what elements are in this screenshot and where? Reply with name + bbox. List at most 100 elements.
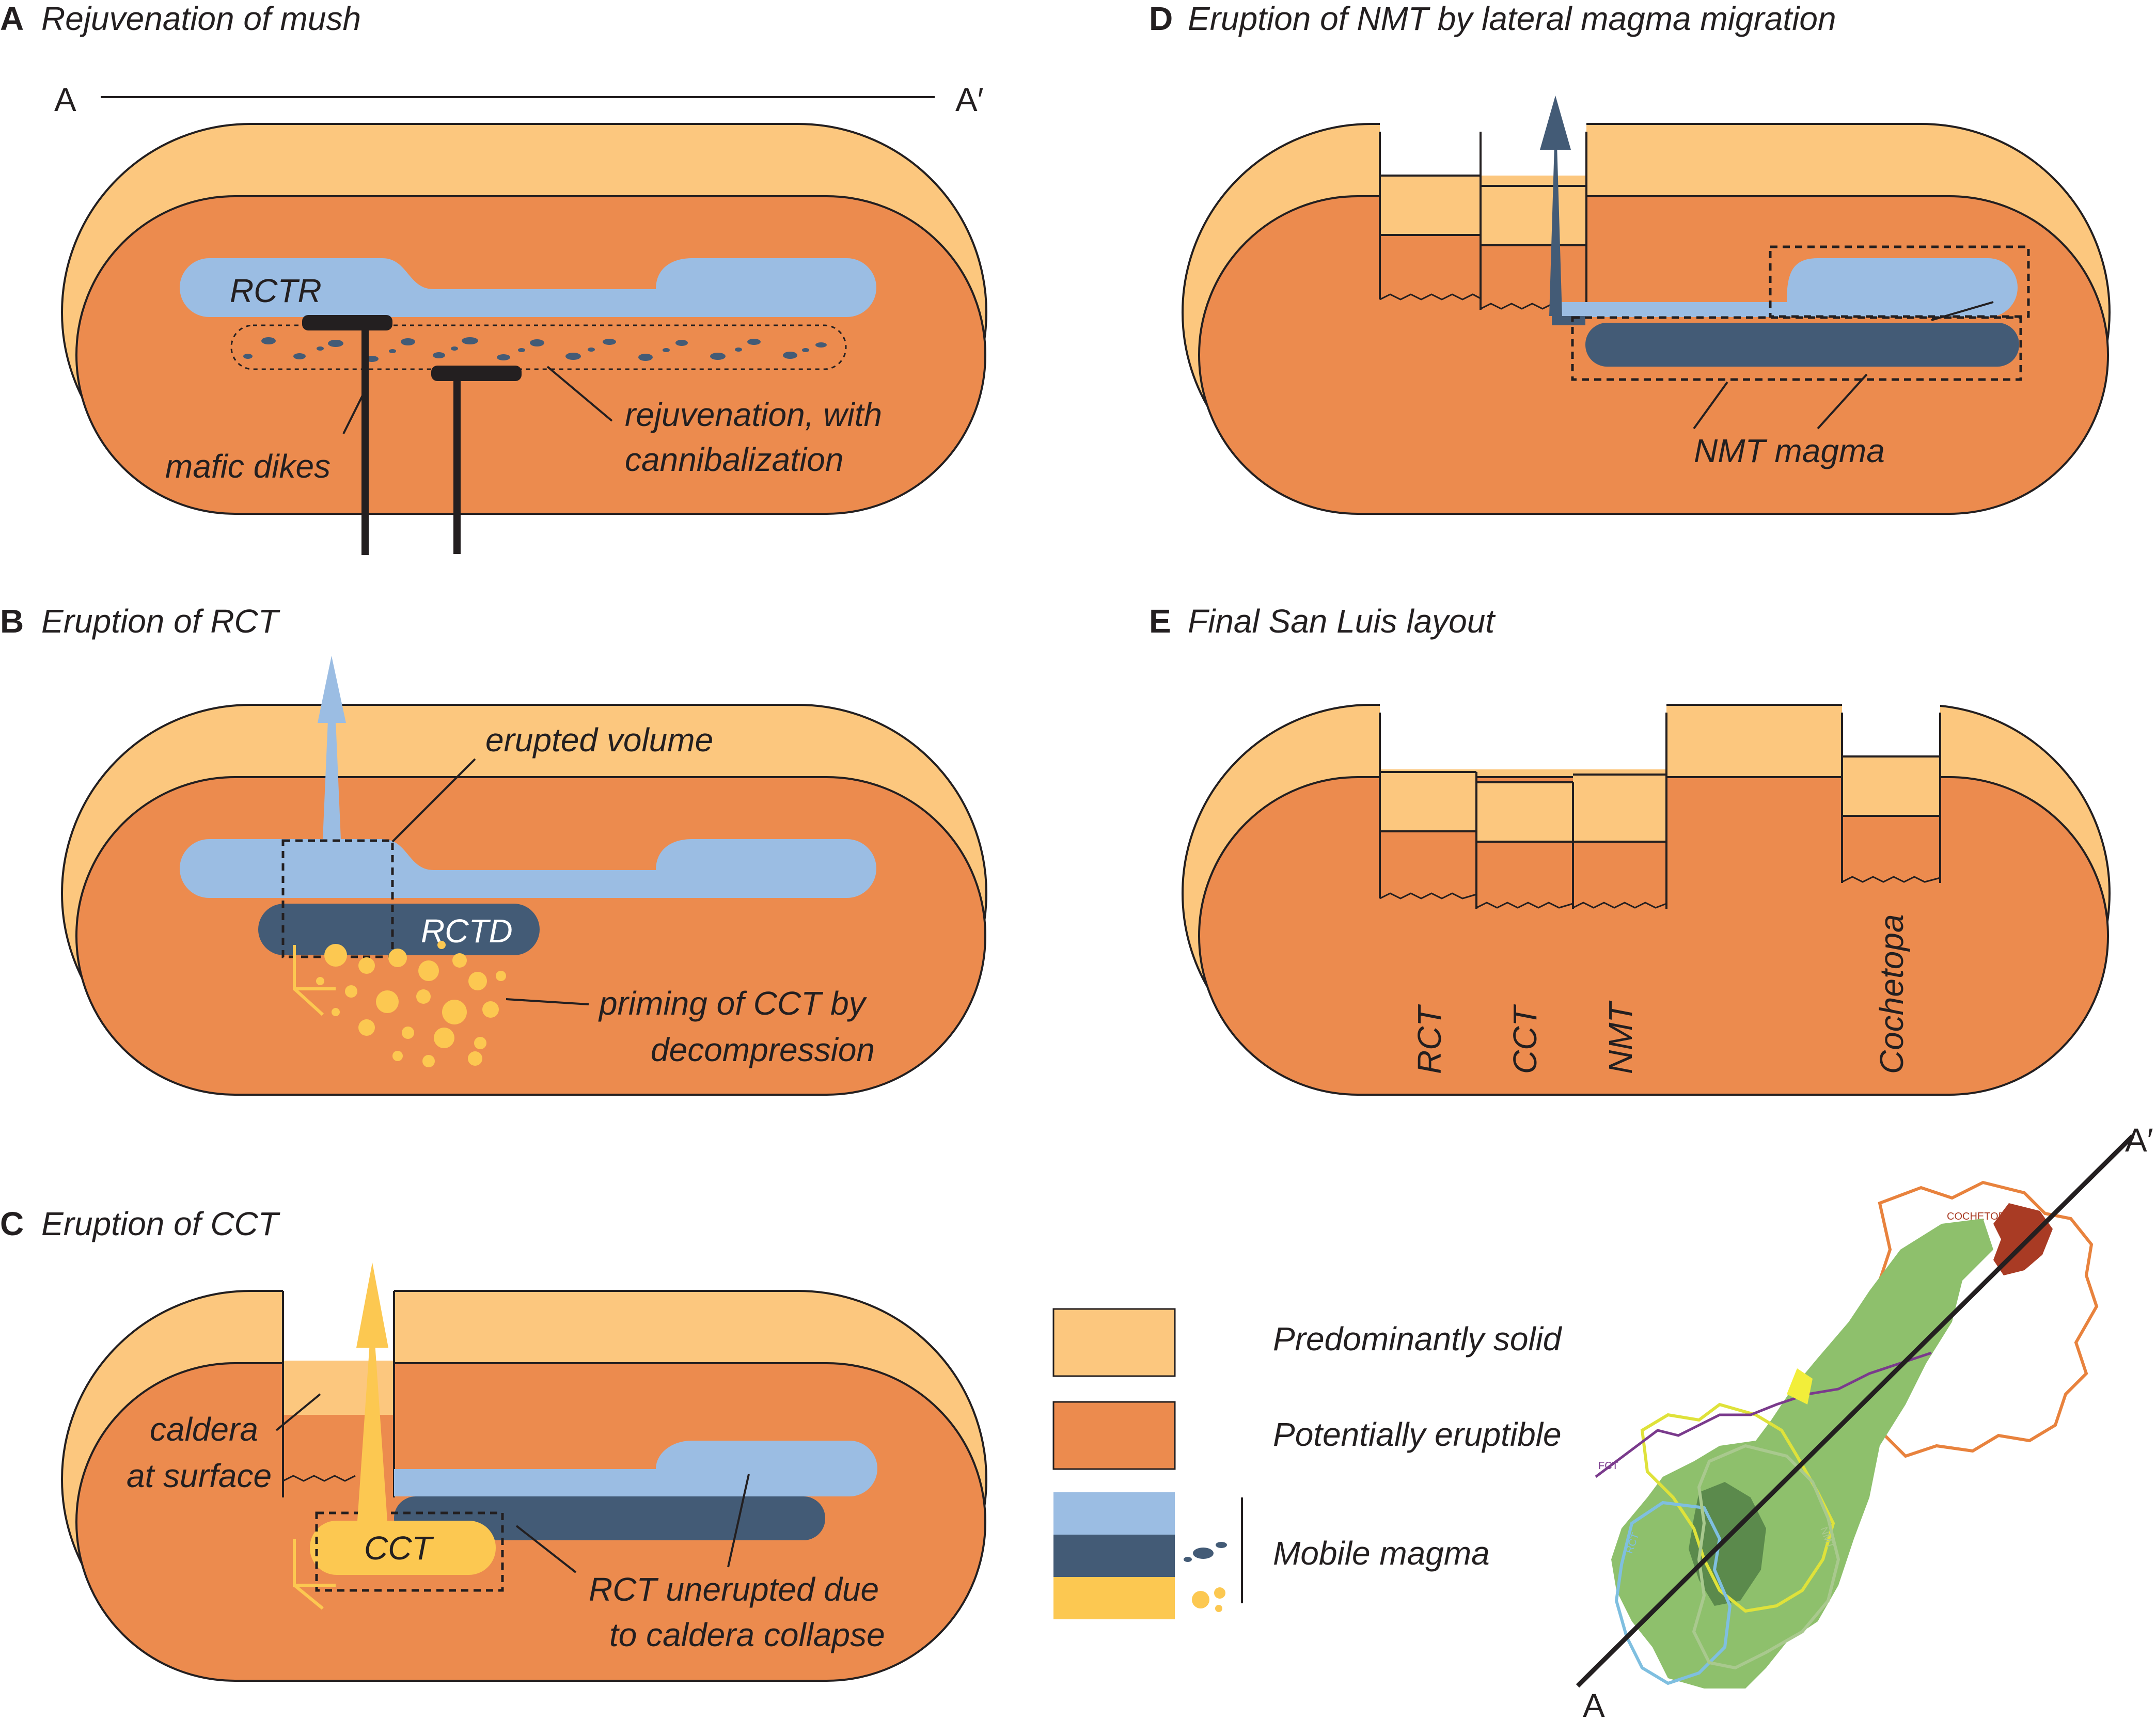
eruption-arrow-head	[318, 656, 346, 723]
e-caldera-label-nmt: NMT	[1602, 1000, 1639, 1074]
panel-d: D Eruption of NMT by lateral magma migra…	[1149, 0, 2111, 515]
nmt-magma-label: NMT magma	[1694, 432, 1885, 469]
fct-boundary	[1595, 1351, 1932, 1478]
d-caldera-2-fill	[1481, 186, 1586, 245]
legend-label-mobile: Mobile magma	[1273, 1535, 1490, 1572]
priming-axis-diagonal	[293, 987, 324, 1016]
cct-label: CCT	[364, 1529, 434, 1567]
nmt-caldera-outline	[1692, 1444, 1840, 1670]
rct-unerupted-light	[394, 1441, 877, 1496]
d-caldera-walls	[1379, 132, 1587, 310]
d-caldera-1-fill	[1380, 176, 1481, 235]
dikes-leader-line	[342, 392, 365, 434]
d-nmt-box	[1571, 316, 2022, 381]
section-label-a-start: A	[54, 81, 76, 118]
legend-label-solid: Predominantly solid	[1273, 1320, 1563, 1358]
rctr-magma-body	[180, 258, 876, 317]
geologic-map: COCHETOPA FCT RCT NMT A A′	[1576, 1122, 2153, 1720]
panel-b-title: Eruption of RCT	[41, 603, 280, 640]
erupted-volume-label: erupted volume	[485, 721, 713, 759]
cct-eruption-column	[357, 1343, 387, 1521]
panel-a-letter: A	[0, 0, 24, 37]
e-cochetopa-fill	[1842, 756, 1940, 816]
priming-leader	[506, 998, 589, 1005]
mafic-dike-sill-1	[302, 315, 392, 330]
rejuvenation-label-line1: rejuvenation, with	[625, 396, 882, 433]
e-caldera-label-rct: RCT	[1411, 1004, 1448, 1074]
rct-caldera-outline	[1614, 1501, 1732, 1685]
panel-c-title: Eruption of CCT	[41, 1205, 280, 1242]
d-eruption-column	[1549, 145, 1562, 316]
panel-d-title: Eruption of NMT by lateral magma migrati…	[1188, 0, 1836, 37]
d-caldera-2-eruptible	[1481, 245, 1586, 310]
legend-label-eruptible: Potentially eruptible	[1273, 1416, 1562, 1453]
legend-swatch-solid	[1052, 1308, 1176, 1377]
legend-bubble-symbols	[1192, 1587, 1225, 1612]
cct-axis-diagonal	[293, 1584, 324, 1610]
legend-swatch-magma-yellow	[1053, 1577, 1175, 1619]
erupted-volume-leader	[391, 758, 476, 843]
panel-e-title: Final San Luis layout	[1188, 603, 1496, 640]
rejuvenation-leader-line	[546, 366, 613, 422]
nmt-leader-2	[1817, 373, 1868, 430]
legend: Predominantly solid Potentially eruptibl…	[1052, 1308, 1563, 1619]
priming-label-line2: decompression	[651, 1031, 875, 1068]
caldera-label-line1: caldera	[150, 1411, 258, 1448]
legend-enclave-symbols	[1184, 1542, 1227, 1562]
d-eruption-arrow-head	[1540, 96, 1571, 150]
caldera-floor	[282, 1475, 356, 1482]
panel-b-letter: B	[0, 603, 24, 640]
cct-caldera-outline	[1640, 1402, 1835, 1613]
legend-swatch-magma-light	[1053, 1492, 1175, 1535]
e-rct-fill	[1380, 772, 1476, 831]
d-caldera-1-floor	[1379, 293, 1481, 301]
rct-unerupted-label-line1: RCT unerupted due	[589, 1571, 879, 1608]
panel-c: C Eruption of CCT CCT caldera at surface…	[0, 1205, 987, 1682]
mafic-dikes-label: mafic dikes	[165, 448, 331, 485]
erupted-volume-box	[281, 839, 394, 958]
caldera-walls	[282, 1291, 395, 1497]
d-light-magma	[1554, 258, 2018, 317]
map-yellow-unit	[1787, 1368, 1813, 1405]
d-nmt-magma-body	[1585, 323, 2019, 367]
nmt-leader-3	[1931, 301, 1994, 321]
map-section-line	[1576, 1134, 2135, 1688]
rctd-label: RCTD	[421, 912, 513, 950]
panel-d-letter: D	[1149, 0, 1173, 37]
e-cct-floor	[1476, 902, 1573, 909]
panel-e: E Final San Luis layout RCT CCT NMT Coch…	[1149, 603, 2111, 1096]
e-caldera-walls	[1379, 713, 1941, 909]
panel-b: B Eruption of RCT RCTD erupted volume pr…	[0, 603, 987, 1096]
e-rct-eruptible	[1380, 831, 1476, 898]
e-cct-eruptible	[1476, 842, 1573, 909]
map-label-fct: FCT	[1598, 1460, 1618, 1472]
cct-eruption-arrow-head	[356, 1263, 388, 1348]
nmt-leader-1	[1693, 381, 1728, 430]
e-nmt-eruptible	[1573, 842, 1666, 909]
d-caldera-1-eruptible	[1380, 235, 1481, 299]
rct-unerupted-leader-1	[515, 1525, 577, 1573]
rejuvenation-label-line2: cannibalization	[625, 441, 843, 478]
panel-a: A Rejuvenation of mush A A′ RCTR mafic d…	[0, 0, 987, 555]
rct-unerupted-label-line2: to caldera collapse	[609, 1616, 885, 1653]
map-label-cochetopa: COCHETOPA	[1947, 1211, 2011, 1222]
e-caldera-label-cct: CCT	[1506, 1004, 1544, 1074]
mafic-dike-2	[453, 381, 461, 554]
eruption-column	[323, 720, 341, 839]
e-rct-floor	[1379, 892, 1477, 900]
priming-label-line1: priming of CCT by	[598, 985, 868, 1022]
section-label-a-end: A′	[955, 81, 984, 118]
cct-magma-body	[310, 1521, 496, 1575]
map-label-a-start: A	[1583, 1687, 1605, 1720]
rctr-label: RCTR	[230, 272, 322, 309]
rctd-magma-body	[258, 904, 540, 955]
legend-swatch-eruptible	[1052, 1401, 1176, 1470]
priming-bubbles	[316, 941, 506, 1067]
rct-magma-body	[180, 839, 876, 898]
e-cochetopa-eruptible	[1842, 816, 1940, 883]
caldera-label-line2: at surface	[127, 1457, 272, 1494]
e-notch-2	[1842, 700, 1940, 756]
legend-swatch-magma-dark	[1053, 1535, 1175, 1577]
e-nmt-fill	[1573, 775, 1666, 842]
